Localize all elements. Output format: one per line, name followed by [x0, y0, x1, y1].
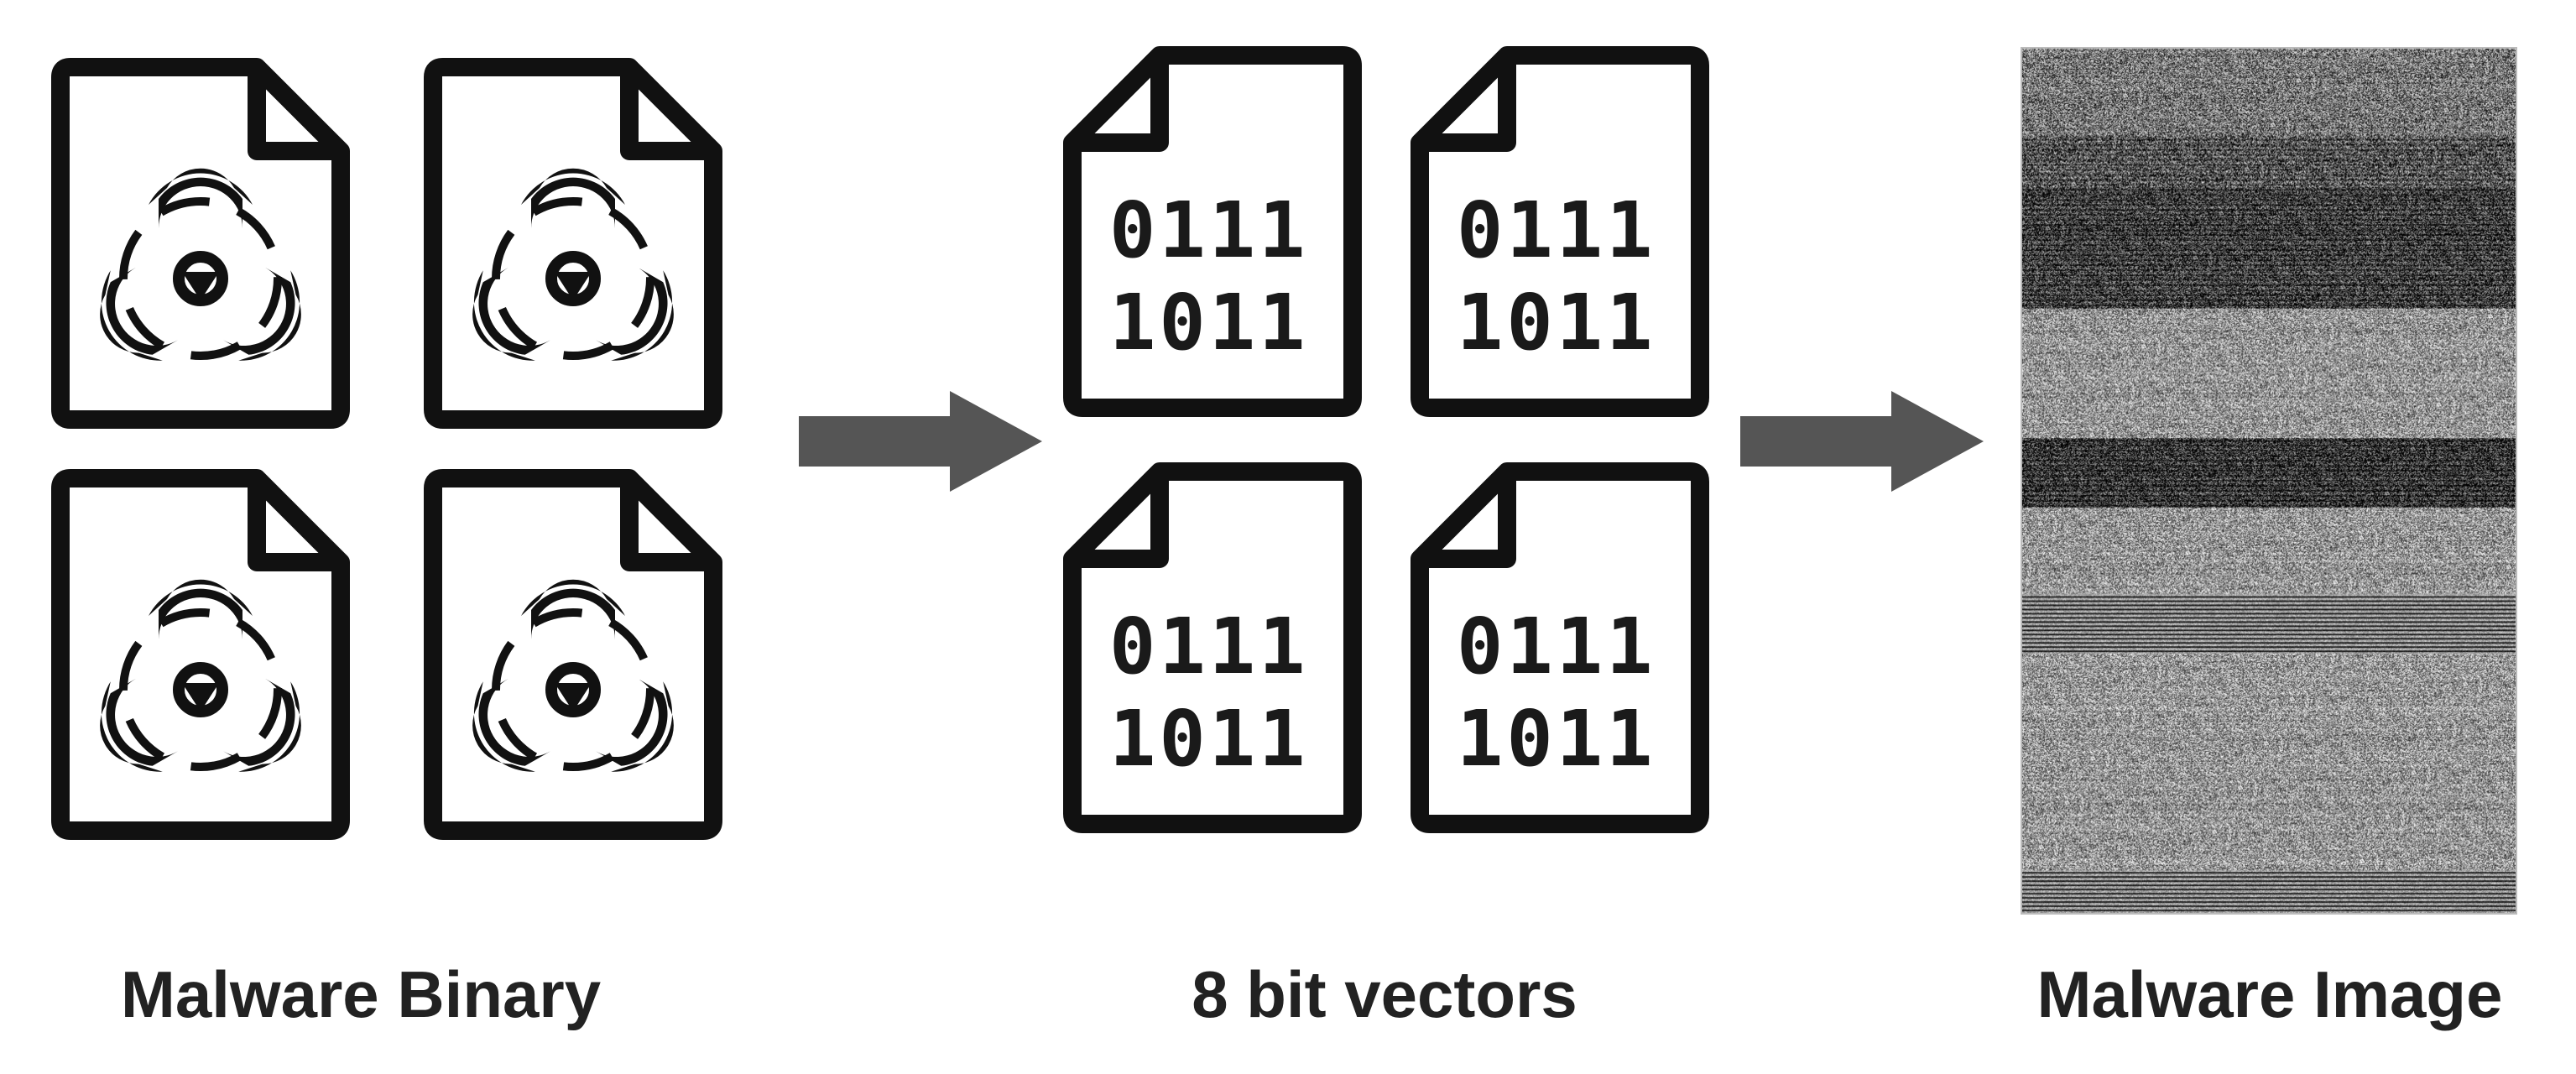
right-arrow-icon: [799, 391, 1042, 492]
bit-line-2: 1011: [1109, 278, 1309, 368]
bit-line-2: 1011: [1457, 694, 1656, 784]
right-arrow-icon: [1740, 391, 1984, 492]
binary-file-icon: 0111 1011: [1406, 47, 1717, 416]
biohazard-file-icon: [420, 470, 730, 839]
bit-line-2: 1011: [1109, 694, 1309, 784]
caption-malware-binary: Malware Binary: [120, 957, 602, 1031]
bit-line-2: 1011: [1457, 278, 1656, 368]
caption-malware-image: Malware Image: [2036, 957, 2503, 1031]
bit-line-1: 0111: [1109, 602, 1309, 691]
biohazard-file-icon: [47, 470, 357, 839]
caption-bit-vectors: 8 bit vectors: [1192, 957, 1577, 1031]
bit-line-1: 0111: [1457, 602, 1656, 691]
malware-grayscale-image: [2021, 47, 2517, 915]
binary-file-icon: 0111 1011: [1059, 47, 1369, 416]
binary-file-icon: 0111 1011: [1059, 463, 1369, 832]
biohazard-file-icon: [420, 59, 730, 428]
biohazard-file-icon: [47, 59, 357, 428]
binary-file-icon: 0111 1011: [1406, 463, 1717, 832]
bit-line-1: 0111: [1457, 185, 1656, 275]
bit-line-1: 0111: [1109, 185, 1309, 275]
